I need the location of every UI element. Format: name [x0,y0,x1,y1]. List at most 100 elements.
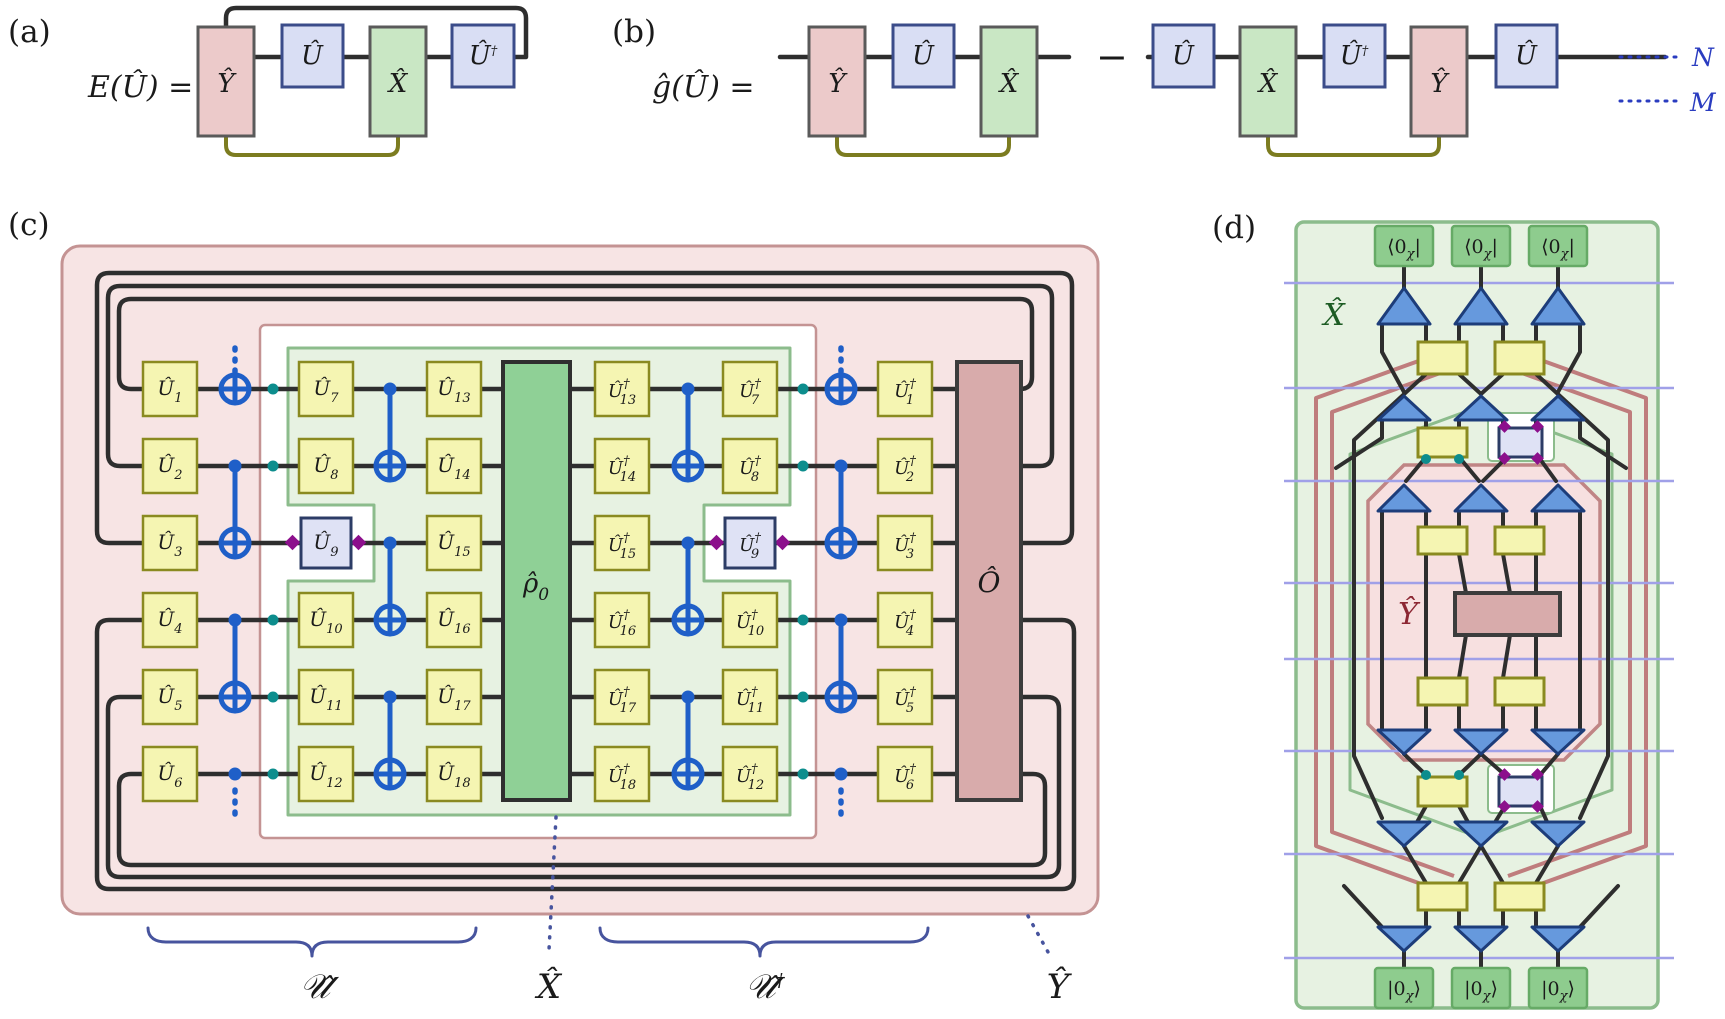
svg-text:Û17: Û17 [437,683,471,714]
svg-text:|0χ⟩: |0χ⟩ [1541,978,1575,1004]
observable-box: Ô [955,360,1023,802]
svg-text:Û†14: Û†14 [608,454,636,485]
two-site-gates [1416,340,1546,912]
gate: Û5 [141,668,199,726]
svg-text:Û†: Û† [469,39,498,71]
svg-text:Û†16: Û†16 [608,608,636,639]
qubit-wire-2 [105,283,1055,469]
svg-text:Û†13: Û†13 [608,377,636,408]
m-label: M [1689,88,1717,117]
svg-text:Û: Û [1172,39,1195,71]
svg-text:|0χ⟩: |0χ⟩ [1387,978,1421,1004]
svg-text:⟨0χ|: ⟨0χ| [1387,236,1421,262]
gate: Û7 [297,360,355,418]
gate-y-box: Ŷ [1409,25,1469,138]
gate: Û14 [425,437,483,495]
y-leader [1026,914,1050,954]
gate-u-box: Û [1494,23,1559,89]
y-boundary-weave [1523,352,1648,892]
gate: Û11 [297,668,355,726]
gate: Û4 [141,591,199,649]
gate: Û13 [425,360,483,418]
svg-text:Û†8: Û†8 [739,454,761,485]
svg-text:Û†2: Û†2 [894,454,916,485]
gates-col-u1-6: Û1 Û2 Û3 Û4 Û5 Û6 [141,360,199,803]
gate-y-box: Ŷ [807,25,867,138]
svg-text:Û: Û [912,39,935,71]
svg-text:X̂: X̂ [998,68,1020,99]
gate: Û†5 [876,668,934,726]
gate: Û18 [425,745,483,803]
gate-y-box: Ŷ [196,25,256,138]
svg-text:Û: Û [1515,39,1538,71]
x-label: X̂ [534,966,563,1007]
svg-text:Û†10: Û†10 [736,608,764,639]
x-boundary-weave [1348,408,1471,836]
gate-u-box: Û [891,23,956,89]
teal-connectors [267,383,809,780]
panel-b: (b) ĝ(Û) = Ŷ Û X̂ − Û X̂ Û† [612,14,1717,157]
gates-col-ud1-6: Û†1 Û†2 Û†3 Û†4 Û†5 Û†6 [876,360,934,803]
gate: Û6 [141,745,199,803]
panel-d: (d) [1212,210,1674,1010]
gate-udagger-box: Û† [450,23,516,89]
svg-text:Û†17: Û†17 [608,685,637,716]
trace-loop-top [223,5,529,60]
svg-text:Û11: Û11 [309,683,342,714]
gates-col-ud7-12: Û†7 Û†8 Û†9 Û†10 Û†11 Û†12 [721,360,779,803]
svg-text:Û†6: Û†6 [894,762,916,793]
svg-text:Û3: Û3 [157,529,182,560]
gate: Û†8 [721,437,779,495]
gate: Û8 [297,437,355,495]
svg-text:Ŷ: Ŷ [828,67,848,99]
svg-text:Û†18: Û†18 [608,762,636,793]
gate: Û10 [297,591,355,649]
gate: Û†1 [876,360,934,418]
svg-text:Û†11: Û†11 [736,685,764,716]
ucal-label: 𝒰̂ [300,967,340,1007]
gate: Û2 [141,437,199,495]
gate: Û†13 [593,360,651,418]
svg-text:Û5: Û5 [157,683,182,714]
panel-a-tag: (a) [8,14,51,50]
gate: Û†10 [721,591,779,649]
svg-text:Û13: Û13 [437,375,470,406]
svg-text:Û†4: Û†4 [894,608,916,639]
gate: Û†4 [876,591,934,649]
teal-connectors [1421,454,1464,780]
svg-text:X̂: X̂ [1257,68,1279,99]
gate: Û†7 [721,360,779,418]
trace-loop-bottom [224,134,400,157]
gates-col-ud13-18: Û†13 Û†14 Û†15 Û†16 Û†17 Û†18 [593,360,651,803]
svg-text:Û1: Û1 [157,375,182,406]
gate: Û†2 [876,437,934,495]
svg-text:Û16: Û16 [437,606,470,637]
gate-udagger-box: Û† [1322,23,1387,89]
gate: Û3 [141,514,199,572]
x-leader [547,815,558,952]
svg-text:Û†15: Û†15 [608,531,636,562]
svg-text:Û14: Û14 [437,452,470,483]
gate: Û†14 [593,437,651,495]
gate: Û†17 [593,668,651,726]
svg-text:⟨0χ|: ⟨0χ| [1541,236,1575,262]
panel-b-formula: ĝ(Û) = [652,69,755,105]
svg-text:Û†: Û† [1340,39,1369,71]
ket-boxes: |0χ⟩ |0χ⟩ |0χ⟩ [1373,966,1589,1010]
gate: Û1 [141,360,199,418]
x-region-label: X̂ [1321,298,1346,333]
ucal-dagger-label: 𝒰̂† [745,967,786,1007]
variational-gates [1497,426,1544,808]
gate-variational: Û†9 [723,516,777,570]
gates-col-u7-12: Û7 Û8 Û9 Û10 Û11 Û12 [297,360,355,803]
svg-text:Û†1: Û†1 [894,377,916,408]
svg-text:Û†3: Û†3 [894,531,916,562]
y-label: Ŷ [1047,966,1073,1007]
svg-text:Û6: Û6 [157,760,182,791]
y-region-label: Ŷ [1398,596,1421,632]
panel-b-tag: (b) [612,14,656,50]
svg-text:ρ̂0: ρ̂0 [522,569,549,605]
gate: Û12 [297,745,355,803]
panel-c: (c) [8,207,1100,1007]
